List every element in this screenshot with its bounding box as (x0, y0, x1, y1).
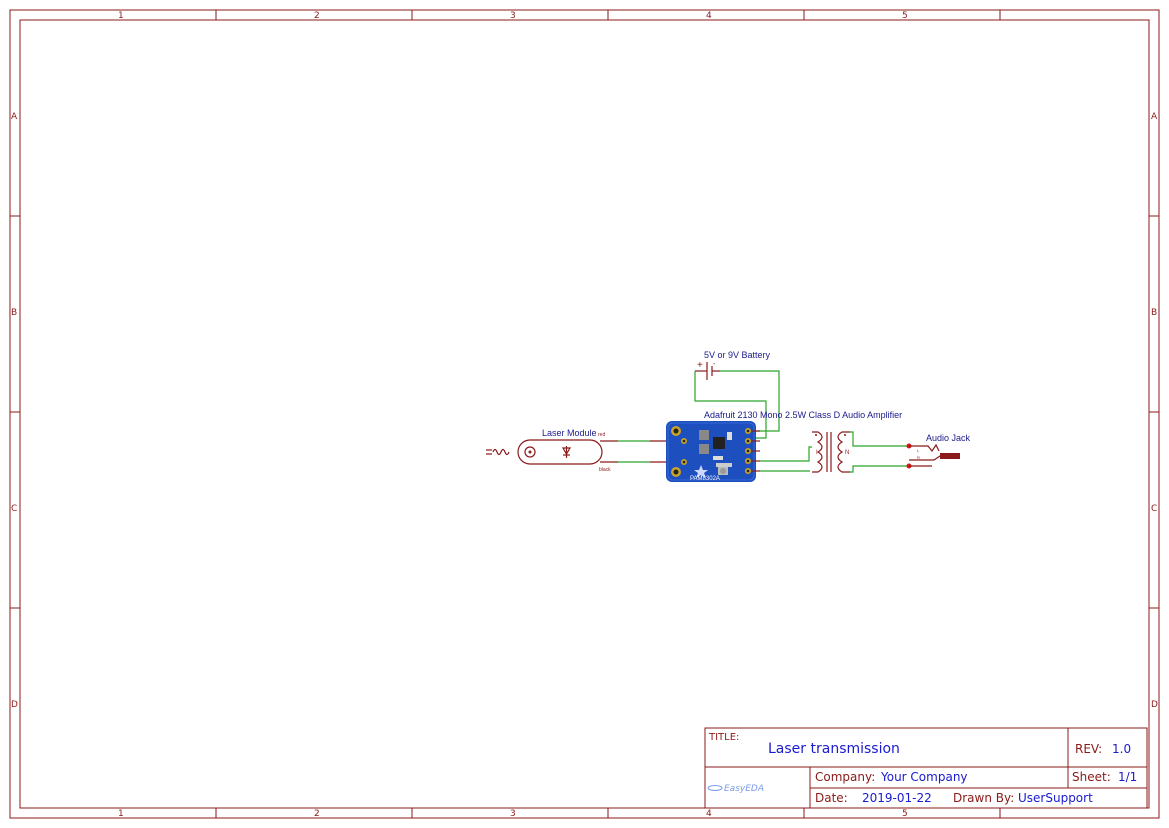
svg-text:Laser transmission: Laser transmission (768, 741, 900, 757)
svg-text:B: B (1151, 308, 1157, 318)
svg-text:REV:: REV: (1075, 742, 1102, 756)
svg-text:Drawn By:: Drawn By: (953, 791, 1014, 805)
svg-text:Date:: Date: (815, 791, 848, 805)
column-dividers (10, 10, 1159, 818)
svg-text:-: - (713, 361, 716, 368)
jack-wires (850, 431, 912, 473)
svg-text:3: 3 (510, 809, 516, 819)
svg-text:1/1: 1/1 (1118, 770, 1137, 784)
outer-frame (9, 9, 1160, 819)
amp-output-wires (752, 430, 812, 472)
battery-symbol[interactable]: 5V or 9V Battery + - (695, 350, 771, 380)
svg-text:B: B (11, 308, 17, 318)
amplifier-board[interactable]: Adafruit 2130 Mono 2.5W Class D Audio Am… (666, 410, 902, 482)
battery-wires (694, 370, 780, 439)
svg-text:R: R (917, 455, 920, 460)
svg-text:L: L (917, 448, 920, 453)
svg-text:Laser Module: Laser Module (542, 428, 597, 438)
svg-text:D: D (11, 700, 18, 710)
svg-text:UserSupport: UserSupport (1018, 791, 1093, 805)
svg-text:EasyEDA: EasyEDA (724, 784, 764, 794)
svg-text:5: 5 (902, 11, 908, 21)
laser-module[interactable]: Laser Module red black (486, 428, 611, 473)
transformer-symbol[interactable]: I N (812, 431, 850, 473)
laser-wires (600, 440, 668, 463)
svg-text:3: 3 (510, 11, 516, 21)
svg-text:Your Company: Your Company (880, 770, 968, 784)
title-block: TITLE: Laser transmission REV: 1.0 Compa… (704, 727, 1148, 809)
svg-text:D: D (1151, 700, 1158, 710)
svg-text:TITLE:: TITLE: (708, 732, 739, 743)
svg-text:+: + (697, 360, 703, 371)
svg-text:2019-01-22: 2019-01-22 (862, 791, 932, 805)
svg-text:PAM8302A: PAM8302A (690, 476, 720, 482)
svg-text:A: A (11, 112, 18, 122)
svg-text:red: red (598, 432, 605, 438)
svg-text:5: 5 (902, 809, 908, 819)
svg-text:C: C (11, 504, 17, 514)
svg-text:I: I (816, 450, 818, 456)
audio-jack[interactable]: Audio Jack L R (909, 433, 971, 467)
svg-text:Sheet:: Sheet: (1072, 770, 1111, 784)
svg-text:5V or 9V Battery: 5V or 9V Battery (704, 350, 771, 360)
svg-text:Audio Jack: Audio Jack (926, 433, 971, 443)
svg-text:N: N (845, 450, 849, 456)
svg-text:black: black (599, 467, 611, 473)
svg-text:2: 2 (314, 11, 320, 21)
row-labels: A B C D A B C D (11, 112, 1158, 710)
easyeda-logo: EasyEDA (707, 784, 764, 794)
column-labels: 1 2 3 4 5 1 2 3 4 5 (118, 11, 908, 819)
laser-beam-icon (492, 448, 510, 456)
inner-frame (19, 19, 1150, 809)
svg-text:A: A (1151, 112, 1158, 122)
svg-text:Company:: Company: (815, 770, 875, 784)
svg-text:4: 4 (706, 11, 712, 21)
svg-text:C: C (1151, 504, 1157, 514)
svg-text:1: 1 (118, 809, 124, 819)
svg-text:1.0: 1.0 (1112, 742, 1131, 756)
svg-text:Adafruit 2130 Mono 2.5W Class: Adafruit 2130 Mono 2.5W Class D Audio Am… (704, 410, 902, 420)
svg-text:4: 4 (706, 809, 712, 819)
svg-text:1: 1 (118, 11, 124, 21)
svg-text:2: 2 (314, 809, 320, 819)
